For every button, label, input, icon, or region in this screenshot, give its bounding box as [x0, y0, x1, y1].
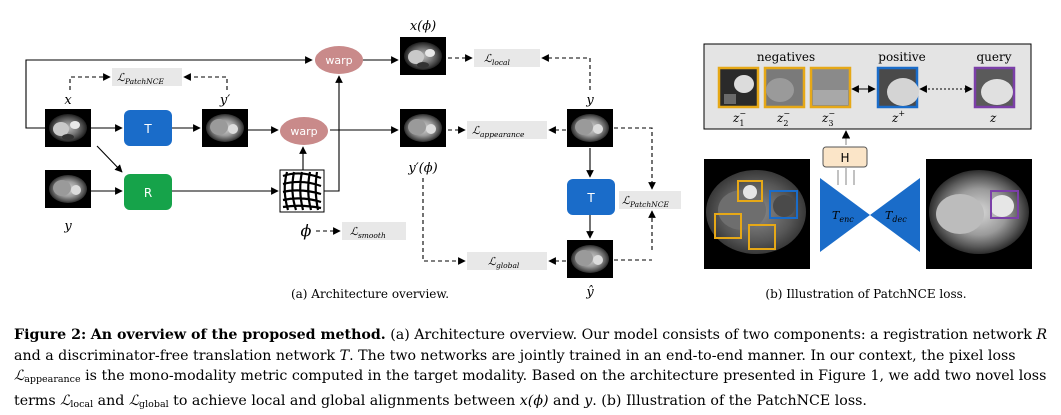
solid-arrows	[25, 56, 594, 239]
negatives-label: negatives	[757, 50, 815, 64]
image-y-prime-phi	[400, 109, 446, 147]
warp-mid-label: warp	[290, 125, 317, 138]
panel-a-caption: (a) Architecture overview.	[291, 287, 449, 301]
query-patch	[973, 66, 1016, 109]
dashed-arrows	[69, 54, 656, 265]
mr-image-output	[926, 159, 1032, 269]
encoder-decoder: Tenc Tdec	[820, 178, 920, 252]
encoder-t-enc	[820, 178, 870, 252]
image-y-input	[45, 170, 91, 208]
svg-text:ℒPatchNCE: ℒPatchNCE	[622, 194, 669, 209]
r-block	[124, 174, 172, 210]
deformation-field-phi	[279, 169, 325, 213]
loss-appearance: ℒappearance	[467, 121, 547, 139]
svg-text:ℒPatchNCE: ℒPatchNCE	[117, 71, 164, 86]
svg-text:Tdec: Tdec	[885, 209, 907, 224]
h-projection-head	[822, 146, 868, 168]
positive-label: positive	[878, 50, 925, 64]
ct-image-source	[704, 159, 810, 269]
caption-bold: An overview of the proposed method.	[90, 327, 386, 343]
h-label: H	[840, 151, 849, 165]
negative-patch-1	[717, 66, 760, 109]
svg-text:ℒappearance: ℒappearance	[472, 124, 525, 139]
zp-label: z+	[891, 109, 905, 125]
z3-label: z3−	[821, 109, 835, 128]
loss-smooth: ℒsmooth	[342, 222, 406, 240]
h-feature-arrows	[837, 130, 855, 185]
image-x-phi	[400, 37, 446, 75]
loss-patchnce-right: ℒPatchNCE	[619, 191, 681, 209]
t-block-2	[567, 179, 615, 215]
label-x-phi: x(ϕ)	[410, 19, 436, 34]
query-label: query	[976, 50, 1011, 64]
loss-local: ℒlocal	[474, 49, 540, 67]
label-phi: ϕ	[301, 221, 312, 240]
label-y-target: y	[585, 93, 594, 108]
svg-text:Tenc: Tenc	[832, 209, 854, 224]
label-y-input: y	[63, 219, 72, 234]
figure-2-diagram: T R T warp warp x y′ y x(ϕ) y′(ϕ) y ŷ ϕ …	[25, 19, 1032, 301]
warp-node-top	[315, 46, 363, 74]
image-y-hat	[567, 240, 613, 278]
label-y-prime-phi: y′(ϕ)	[407, 161, 437, 176]
z1-label: z1−	[732, 109, 746, 128]
positive-patch	[876, 66, 919, 109]
image-y-target	[567, 109, 613, 147]
label-y-hat: ŷ	[585, 285, 594, 300]
loss-patchnce-top: ℒPatchNCE	[112, 68, 182, 86]
panel-b-caption: (b) Illustration of PatchNCE loss.	[765, 287, 966, 301]
negative-patch-2	[763, 66, 806, 109]
t-block-2-label: T	[586, 191, 595, 205]
image-x	[45, 109, 91, 147]
warp-node-mid	[280, 117, 328, 145]
warp-top-label: warp	[325, 54, 352, 67]
figure-caption: Figure 2: An overview of the proposed me…	[14, 327, 1048, 410]
label-x: x	[64, 93, 72, 108]
r-block-label: R	[144, 186, 152, 200]
t-block-label: T	[143, 122, 152, 136]
image-y-prime	[202, 109, 248, 147]
label-y-prime: y′	[219, 93, 230, 108]
zq-label: z	[989, 111, 997, 125]
z2-label: z2−	[776, 109, 790, 128]
t-block	[124, 110, 172, 146]
loss-global: ℒglobal	[467, 252, 547, 270]
decoder-t-dec	[870, 178, 920, 252]
figure-label: Figure 2:	[14, 327, 87, 343]
negative-patch-3	[809, 66, 852, 109]
svg-text:ℒsmooth: ℒsmooth	[350, 225, 386, 240]
svg-text:ℒlocal: ℒlocal	[484, 52, 511, 67]
svg-text:ℒglobal: ℒglobal	[488, 255, 520, 270]
